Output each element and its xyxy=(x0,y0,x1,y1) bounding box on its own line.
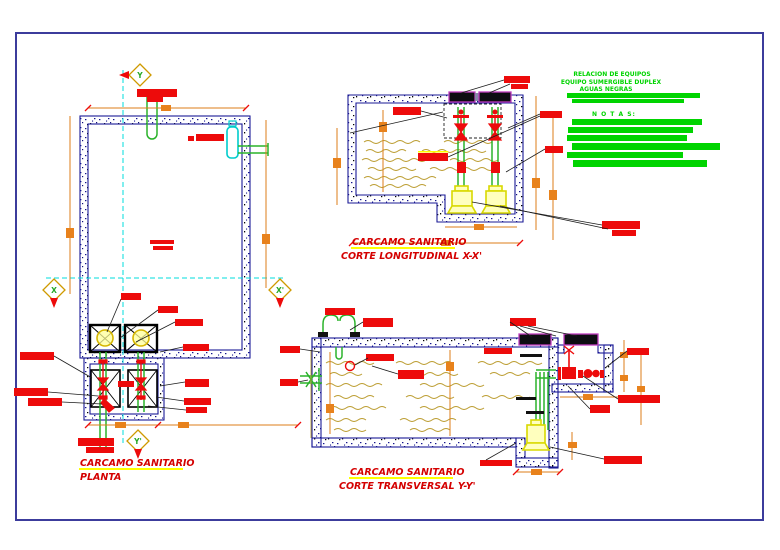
pipe-coupling xyxy=(491,162,500,173)
plan-outlet-pipe xyxy=(238,143,269,156)
plan-outlet-fitting xyxy=(226,120,239,159)
plan-label-blocks xyxy=(14,89,224,453)
schedule-line2: AGUAS NEGRAS xyxy=(580,86,633,93)
marker-arrow xyxy=(276,298,284,308)
marker-letter: Y xyxy=(136,71,143,80)
float-switch-symbol xyxy=(344,360,356,372)
longitudinal-hatch-covers xyxy=(448,91,512,103)
transversal-vent-pipe xyxy=(318,314,360,360)
hatch-joint xyxy=(475,93,479,101)
pump-symbol xyxy=(96,329,114,347)
marker-letter: X xyxy=(51,286,57,295)
plan-gate-valve-2 xyxy=(118,359,148,400)
title-underline xyxy=(349,477,453,479)
chamber-valve-train xyxy=(558,345,604,380)
section-marker-y-bottom: Y' xyxy=(126,429,150,459)
longitudinal-pump-2 xyxy=(480,185,512,214)
longitudinal-gate-valve-1 xyxy=(453,109,469,173)
view-title: CARCAMO SANITARIO xyxy=(352,237,467,248)
transversal-riser-pipes xyxy=(535,369,556,430)
drawing-frame xyxy=(15,32,764,521)
marker-arrow xyxy=(50,298,58,308)
transversal-hatch-cover-1 xyxy=(518,333,552,346)
title-underline xyxy=(79,468,183,470)
longitudinal-label-blocks xyxy=(393,76,640,236)
view-subtitle: CORTE TRANSVERSAL Y-Y' xyxy=(339,481,476,492)
transversal-leader-lines xyxy=(297,321,628,461)
longitudinal-water-lines xyxy=(361,140,499,188)
marker-arrow xyxy=(134,449,142,459)
marker-letter: X' xyxy=(276,286,284,295)
schedule-line1: EQUIPO SUMERGIBLE DUPLEX xyxy=(561,79,662,86)
view-subtitle: CORTE LONGITUDINAL X-X' xyxy=(341,251,482,262)
transversal-pump xyxy=(521,419,551,451)
title-underline xyxy=(351,247,455,249)
longitudinal-leader-lines xyxy=(349,79,609,230)
view-title: CARCAMO SANITARIO xyxy=(80,458,195,469)
schedule-text-bars xyxy=(567,93,700,103)
transversal-hatch-cover-2 xyxy=(563,333,599,346)
transversal-title: CARCAMO SANITARIO CORTE TRANSVERSAL Y-Y' xyxy=(339,467,476,492)
transversal-section: CARCAMO SANITARIO CORTE TRANSVERSAL Y-Y' xyxy=(280,308,660,492)
pump-symbol xyxy=(132,329,150,347)
plan-inlet-pipe xyxy=(146,97,158,140)
transversal-label-blocks xyxy=(280,308,660,466)
longitudinal-section: CARCAMO SANITARIO CORTE LONGITUDINAL X-X… xyxy=(333,76,640,262)
longitudinal-dimensions xyxy=(333,96,557,247)
section-marker-y-top: Y xyxy=(119,63,152,87)
notes-heading: N O T A S: xyxy=(592,111,636,118)
section-marker-x-right: X' xyxy=(268,278,292,308)
schedule-heading: RELACION DE EQUIPOS xyxy=(573,71,650,78)
transversal-valve-chamber-wall xyxy=(551,344,614,393)
transversal-water-lines xyxy=(325,361,543,432)
pipe-coupling xyxy=(457,162,466,173)
plan-leader-lines xyxy=(47,298,187,411)
marker-arrow xyxy=(119,71,129,79)
transversal-dimensions xyxy=(326,340,645,476)
plan-valve-chamber-wall xyxy=(83,357,165,421)
plan-pump-hatch-1 xyxy=(88,323,122,354)
longitudinal-title: CARCAMO SANITARIO CORTE LONGITUDINAL X-X… xyxy=(341,237,482,262)
plan-dimensions xyxy=(66,104,302,429)
plan-view: Y Y' X X' xyxy=(14,63,302,483)
plan-gate-valve-1 xyxy=(96,359,115,413)
longitudinal-pump-1 xyxy=(446,185,478,214)
plan-pump-hatch-2 xyxy=(123,323,159,354)
section-marker-x-left: X xyxy=(42,278,66,308)
plan-title: CARCAMO SANITARIO PLANTA xyxy=(79,458,195,483)
transversal-tank-wall xyxy=(311,337,559,469)
hatch-opening-dashed xyxy=(443,103,502,139)
plan-tank-wall xyxy=(79,115,251,359)
longitudinal-tank-wall xyxy=(347,94,524,223)
notes-text-bars xyxy=(567,119,720,167)
marker-letter: Y' xyxy=(133,437,142,446)
pipe-clamps xyxy=(516,354,544,414)
view-title: CARCAMO SANITARIO xyxy=(350,467,465,478)
equipment-notes: RELACION DE EQUIPOS EQUIPO SUMERGIBLE DU… xyxy=(561,71,720,167)
view-subtitle: PLANTA xyxy=(80,472,121,483)
